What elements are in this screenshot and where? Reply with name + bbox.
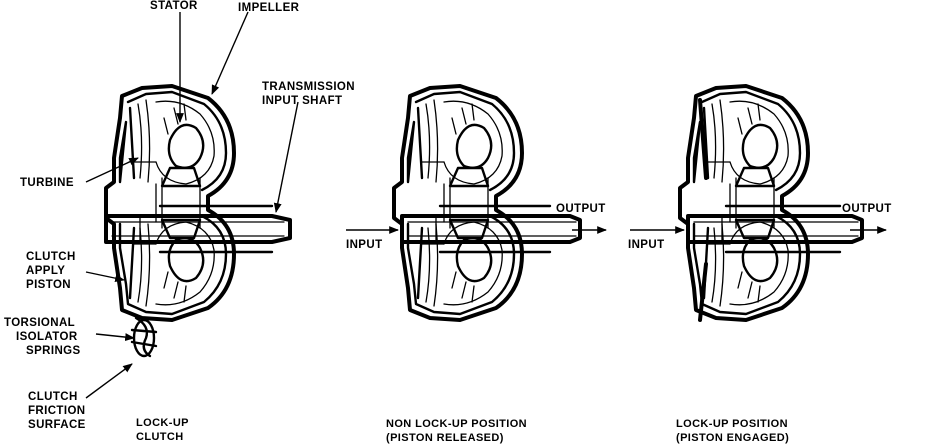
converter-right [678,84,864,322]
label-clutch-friction-surface-2: FRICTION [28,405,86,417]
label-input-middle: INPUT [346,239,383,251]
label-torsional-isolator-springs-2: ISOLATOR [16,331,78,343]
converter-middle [392,84,582,322]
leader-lines [85,11,299,399]
caption-left-1: LOCK-UP [136,417,189,429]
label-clutch-apply-piston-2: APPLY [26,265,65,277]
label-output-middle: OUTPUT [556,203,606,215]
right-shaft [686,204,864,254]
caption-left-2: CLUTCH [136,431,184,443]
label-clutch-apply-piston-3: PISTON [26,279,71,291]
middle-shaft [400,204,582,254]
label-impeller: IMPELLER [238,2,300,14]
label-input-right: INPUT [628,239,665,251]
label-turbine: TURBINE [20,177,74,189]
engaged-piston [698,98,708,322]
converter-left [104,84,292,358]
label-clutch-apply-piston-1: CLUTCH [26,251,76,263]
label-torsional-isolator-springs-3: SPRINGS [26,345,81,357]
label-clutch-friction-surface-1: CLUTCH [28,391,78,403]
label-torsional-isolator-springs-1: TORSIONAL [4,317,75,329]
caption-right-2: (PISTON ENGAGED) [676,432,789,444]
transmission-input-shaft [104,204,292,254]
label-output-right: OUTPUT [842,203,892,215]
label-stator: STATOR [150,0,198,12]
caption-middle-1: NON LOCK-UP POSITION [386,418,527,430]
label-transmission-input-shaft-1: TRANSMISSION [262,81,355,93]
caption-right-1: LOCK-UP POSITION [676,418,788,430]
torsional-isolator-springs [130,316,158,358]
label-transmission-input-shaft-2: INPUT SHAFT [262,95,342,107]
label-clutch-friction-surface-3: SURFACE [28,419,86,431]
caption-middle-2: (PISTON RELEASED) [386,432,504,444]
